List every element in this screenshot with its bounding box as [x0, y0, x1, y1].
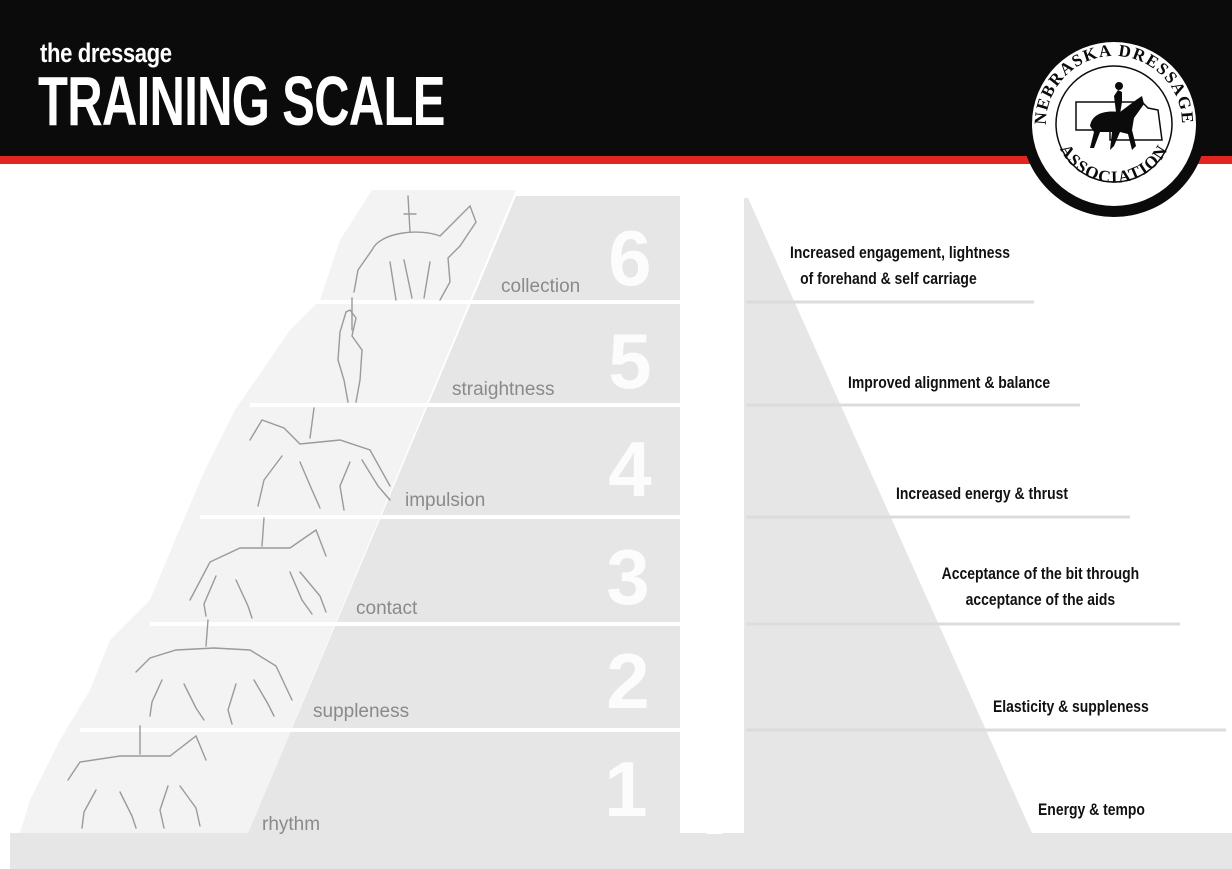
description-line: Improved alignment & balance — [848, 373, 1051, 392]
horse-rider-icon — [1090, 82, 1144, 150]
tier-dividers — [80, 300, 680, 732]
arrow-head — [688, 236, 740, 288]
level-numbers: 6 5 4 3 2 1 — [604, 214, 651, 833]
horse-sketch-collection — [353, 195, 477, 301]
level-number: 3 — [606, 533, 649, 621]
description-impulsion: Increased energy & thrust — [896, 481, 1093, 507]
arrow-shaft — [706, 284, 722, 834]
horse-sketches — [67, 195, 477, 829]
level-number: 4 — [608, 425, 651, 513]
horse-sketch-impulsion — [249, 407, 391, 511]
right-tier-dividers — [746, 300, 1226, 732]
level-label-suppleness: suppleness — [313, 701, 409, 722]
description-rhythm: Energy & tempo — [1038, 797, 1169, 823]
horse-sketch-area — [20, 190, 516, 833]
pyramid-base-strip — [10, 833, 1232, 869]
horse-sketch-contact — [189, 517, 327, 619]
level-label-contact: contact — [356, 598, 418, 619]
pyramid-left-half — [248, 196, 680, 833]
description-collection: Increased engagement, lightness of foreh… — [790, 240, 1011, 292]
description-contact: Acceptance of the bit through acceptance… — [933, 561, 1148, 613]
level-number: 2 — [606, 637, 649, 725]
description-line: Acceptance of the bit through — [941, 564, 1140, 583]
horse-sketch-rhythm — [67, 725, 207, 829]
header-subtitle: the dressage — [40, 38, 172, 68]
description-line: Increased energy & thrust — [896, 484, 1068, 503]
level-number: 5 — [608, 317, 651, 405]
level-labels: collection straightness impulsion contac… — [262, 276, 580, 835]
level-label-rhythm: rhythm — [262, 814, 320, 835]
description-suppleness: Elasticity & suppleness — [993, 694, 1157, 720]
description-line: Increased engagement, lightness — [790, 243, 1011, 262]
level-number: 1 — [604, 745, 647, 833]
upward-arrow — [688, 236, 740, 834]
level-label-impulsion: impulsion — [405, 490, 485, 511]
description-line: of forehand & self carriage — [800, 269, 977, 288]
sketch-backdrop — [20, 190, 516, 833]
nebraska-dressage-association-logo: NEBRASKA DRESSAGE ASSOCIATION — [1021, 31, 1207, 217]
description-straightness: Improved alignment & balance — [848, 370, 1069, 396]
level-number: 6 — [608, 214, 651, 302]
page-title: TRAINING SCALE — [38, 62, 445, 140]
horse-sketch-straightness — [337, 297, 363, 403]
level-label-collection: collection — [501, 276, 580, 297]
description-line: Energy & tempo — [1038, 800, 1145, 819]
level-label-straightness: straightness — [452, 379, 554, 400]
description-line: acceptance of the aids — [965, 590, 1116, 609]
header-accent-stripe — [0, 156, 1232, 164]
description-line: Elasticity & suppleness — [993, 697, 1149, 716]
horse-sketch-suppleness — [135, 619, 293, 725]
